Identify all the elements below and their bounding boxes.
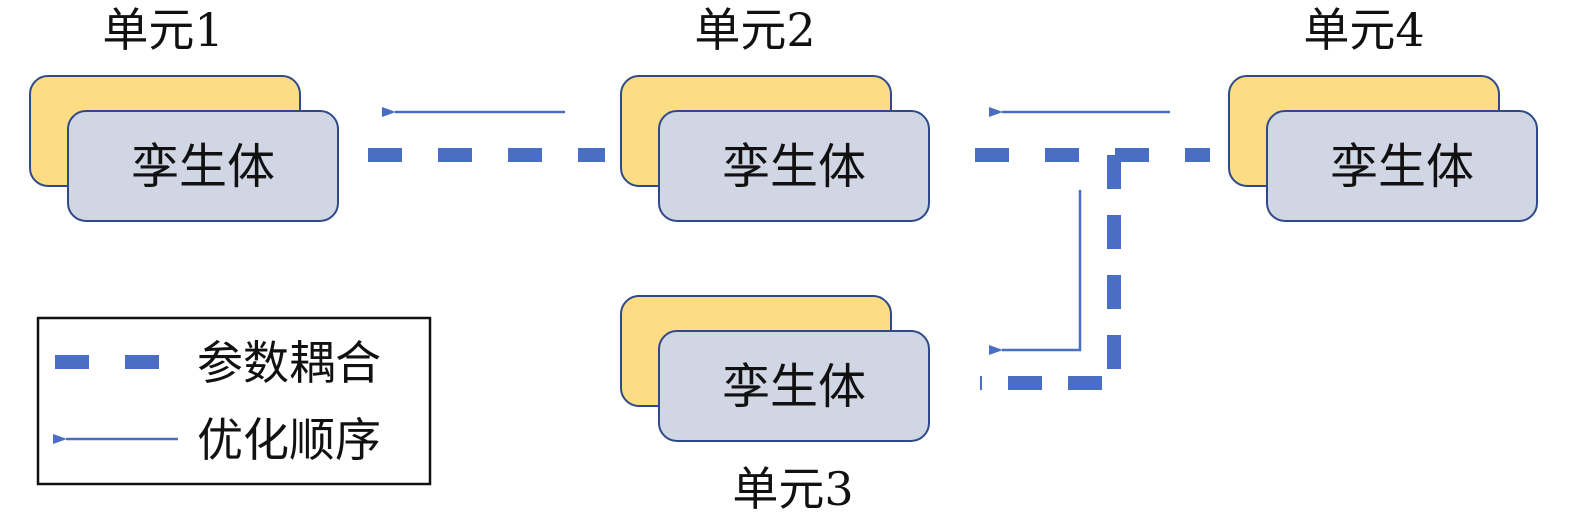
unit-1-twin-label: 孪生体 — [131, 139, 275, 195]
unit-4: 单元4 孪生体 — [1228, 3, 1538, 222]
legend-coupling-label: 参数耦合 — [197, 336, 381, 390]
unit-2: 单元2 孪生体 — [620, 3, 930, 222]
order-arrow-to-unit3 — [989, 190, 1082, 355]
unit-4-twin-label: 孪生体 — [1330, 139, 1474, 195]
unit-4-label: 单元4 — [1303, 3, 1424, 57]
legend-order-label: 优化顺序 — [197, 413, 381, 467]
unit-1: 单元1 孪生体 — [29, 3, 339, 222]
unit-4-twin-box — [1266, 110, 1538, 222]
unit-1-twin-box — [67, 110, 339, 222]
coupling-line-branch-unit3 — [980, 155, 1121, 390]
legend-box — [36, 316, 432, 486]
unit-1-label: 单元1 — [102, 3, 223, 57]
coupling-lines — [368, 148, 1210, 390]
unit-2-twin-label: 孪生体 — [722, 139, 866, 195]
legend: 参数耦合 优化顺序 — [36, 316, 432, 486]
unit-3-label: 单元3 — [732, 462, 853, 516]
unit-2-twin-box — [658, 110, 930, 222]
unit-2-label: 单元2 — [694, 3, 815, 57]
unit-3-twin-box — [658, 330, 930, 442]
unit-3-twin-label: 孪生体 — [722, 359, 866, 415]
unit-3: 孪生体 单元3 — [620, 295, 930, 516]
order-arrows — [382, 107, 1170, 355]
